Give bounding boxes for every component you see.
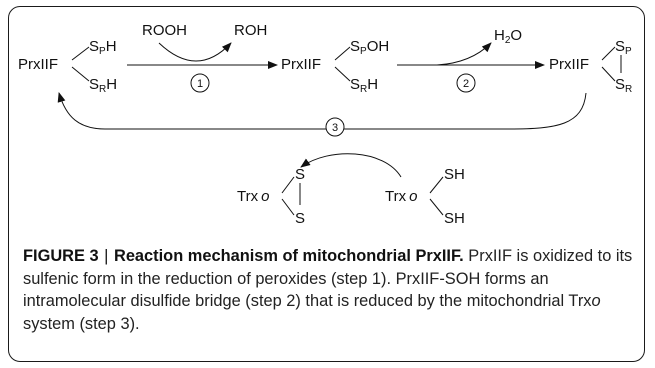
trx-sh-bottom: SH bbox=[444, 210, 465, 227]
bond-line bbox=[334, 46, 351, 61]
step-1-number: 1 bbox=[197, 78, 203, 90]
caption-separator: | bbox=[104, 247, 109, 265]
step-1-curved-arrow bbox=[158, 42, 232, 62]
prxiif-reduced: PrxIIF SPH SRH bbox=[18, 38, 117, 95]
bond-line bbox=[601, 46, 616, 61]
caption-text-end: system (step 3). bbox=[23, 314, 140, 333]
step-1-reaction: ROOH ROH 1 bbox=[127, 22, 278, 93]
step-1-marker bbox=[190, 73, 210, 93]
bond-line bbox=[601, 66, 616, 82]
prxiif-sulfenic-label: PrxIIF bbox=[281, 56, 321, 73]
bond-line bbox=[71, 46, 90, 61]
bond-line bbox=[281, 176, 295, 194]
trx-s-top: S bbox=[295, 166, 305, 183]
prxiif-reduced-label: PrxIIF bbox=[18, 56, 58, 73]
disulfide-r-label: SR bbox=[615, 76, 632, 95]
bond-line bbox=[334, 66, 351, 82]
thiol-r-label: SRH bbox=[89, 76, 117, 95]
trx-transfer-arrow bbox=[300, 153, 402, 178]
disulfide-p-label: SP bbox=[615, 38, 632, 57]
step-2-number: 2 bbox=[463, 78, 469, 90]
prxiif-sulfenic: PrxIIF SPOH SRH bbox=[281, 38, 389, 95]
product-water: H2O bbox=[494, 27, 522, 46]
thiol-p-label: SPH bbox=[89, 38, 117, 57]
step-3-marker bbox=[325, 117, 345, 137]
product-roh: ROH bbox=[234, 22, 267, 39]
reagent-rooh: ROOH bbox=[142, 22, 187, 39]
reaction-diagram: PrxIIF SPH SRH ROOH ROH 1 PrxIIF SPOH SR… bbox=[18, 22, 632, 227]
caption-italic: o bbox=[591, 292, 601, 310]
step-2-curved-arrow bbox=[436, 42, 492, 66]
figure-frame: PrxIIF SPH SRH ROOH ROH 1 PrxIIF SPOH SR… bbox=[8, 6, 645, 362]
prxiif-disulfide: PrxIIF SP SR bbox=[549, 38, 632, 95]
trx-sh-top: SH bbox=[444, 166, 465, 183]
bond-line bbox=[281, 198, 295, 216]
step-3-number: 3 bbox=[332, 122, 338, 134]
figure-caption: FIGURE 3 | Reaction mechanism of mitocho… bbox=[23, 245, 635, 335]
bond-line bbox=[429, 198, 444, 216]
thiol-r-label: SRH bbox=[350, 76, 378, 95]
bond-line bbox=[71, 66, 90, 82]
caption-title: Reaction mechanism of mitochondrial PrxI… bbox=[113, 247, 464, 265]
trx-s-bottom: S bbox=[295, 210, 305, 227]
sulfenic-p-label: SPOH bbox=[350, 38, 389, 57]
step-3-return-arrow bbox=[57, 92, 587, 130]
step-2-reaction: H2O 2 bbox=[397, 27, 545, 93]
step-2-marker bbox=[456, 73, 476, 93]
caption-label: FIGURE 3 bbox=[23, 247, 99, 265]
step-3-reaction: 3 bbox=[57, 92, 587, 178]
bond-line bbox=[429, 176, 444, 194]
caption-text: PrxIIF is oxidized to its sulfenic form … bbox=[23, 247, 633, 310]
prxiif-disulfide-label: PrxIIF bbox=[549, 56, 589, 73]
